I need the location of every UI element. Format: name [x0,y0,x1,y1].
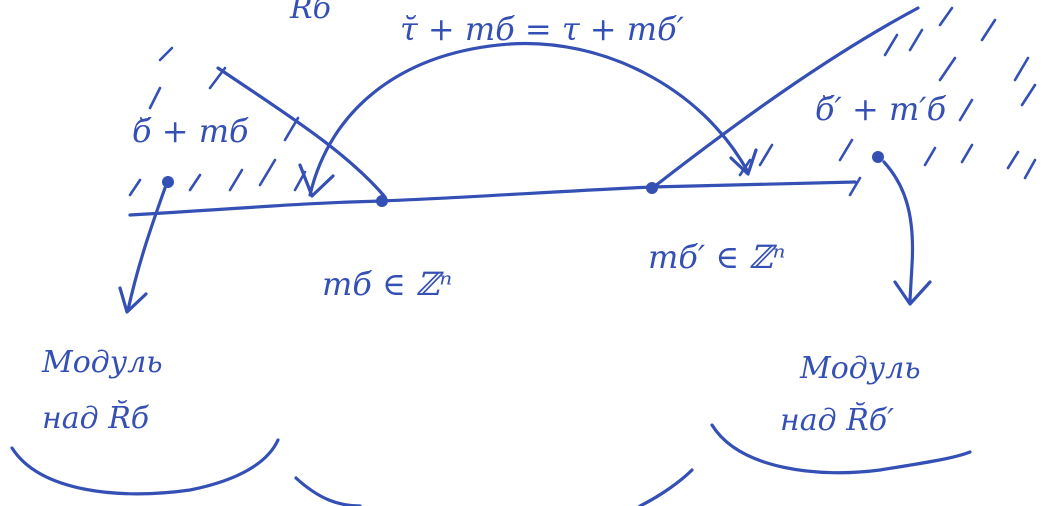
right-lattice-point [646,182,658,194]
right-module-arrow [882,160,915,302]
left-cone-edge [216,66,387,199]
left-lattice-label: mб ∈ ℤⁿ [322,265,452,303]
arc-arrowhead-right [729,148,758,176]
right-point-label: б̆′ + m′б [815,90,947,128]
left-module-arrowhead [118,286,148,314]
left-orbit-point [162,176,174,188]
right-module-arrowhead [893,280,932,306]
right-lattice-label: mб′ ∈ ℤⁿ [648,238,786,276]
equation-label: τ̆ + mб = τ + mб′ [400,10,685,48]
right-module-line1: Модуль [799,351,921,386]
right-hatching [738,6,1037,197]
top-edge-label: R̆б [289,0,332,26]
left-point-label: б̆ + mб [132,112,249,150]
right-module-arc [710,423,972,475]
right-module-line2: над R̆б′ [780,402,894,438]
left-lattice-point [376,195,388,207]
bottom-center-arc [294,468,694,506]
baseline-line [128,180,857,217]
points [162,151,884,207]
left-module-line1: Модуль [41,345,163,380]
translation-arc-arrow [308,41,750,197]
right-cone-edge [653,6,920,188]
left-module-arc [10,438,280,496]
left-hatching [128,46,307,197]
left-module-line2: над R̆б [42,400,150,436]
right-orbit-point [872,151,884,163]
left-module-arrow [126,186,167,312]
